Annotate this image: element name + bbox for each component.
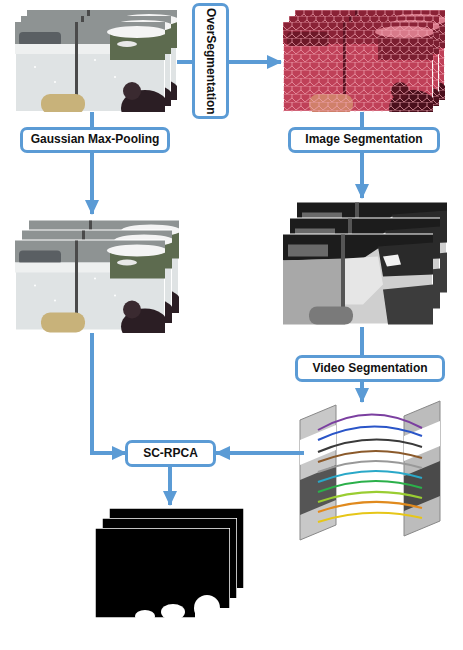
process-box: Gaussian Max-Pooling [20, 127, 170, 153]
box-label: Video Segmentation [312, 362, 427, 375]
box-label: Image Segmentation [305, 133, 422, 146]
box-label: SC-RPCA [143, 447, 198, 460]
segmented-frames [283, 203, 447, 325]
process-box: Image Segmentation [288, 127, 440, 153]
pooled-frames [15, 221, 183, 345]
input-frames [15, 10, 181, 126]
box-label: Gaussian Max-Pooling [31, 133, 160, 146]
video-segmentation-illustration [300, 401, 440, 540]
output-masks [95, 508, 244, 622]
process-box: Video Segmentation [295, 355, 445, 382]
oversegmented-frames [283, 10, 449, 126]
process-box: OverSegmentation [192, 3, 229, 119]
box-label: OverSegmentation [204, 8, 217, 115]
process-box: SC-RPCA [125, 440, 216, 467]
